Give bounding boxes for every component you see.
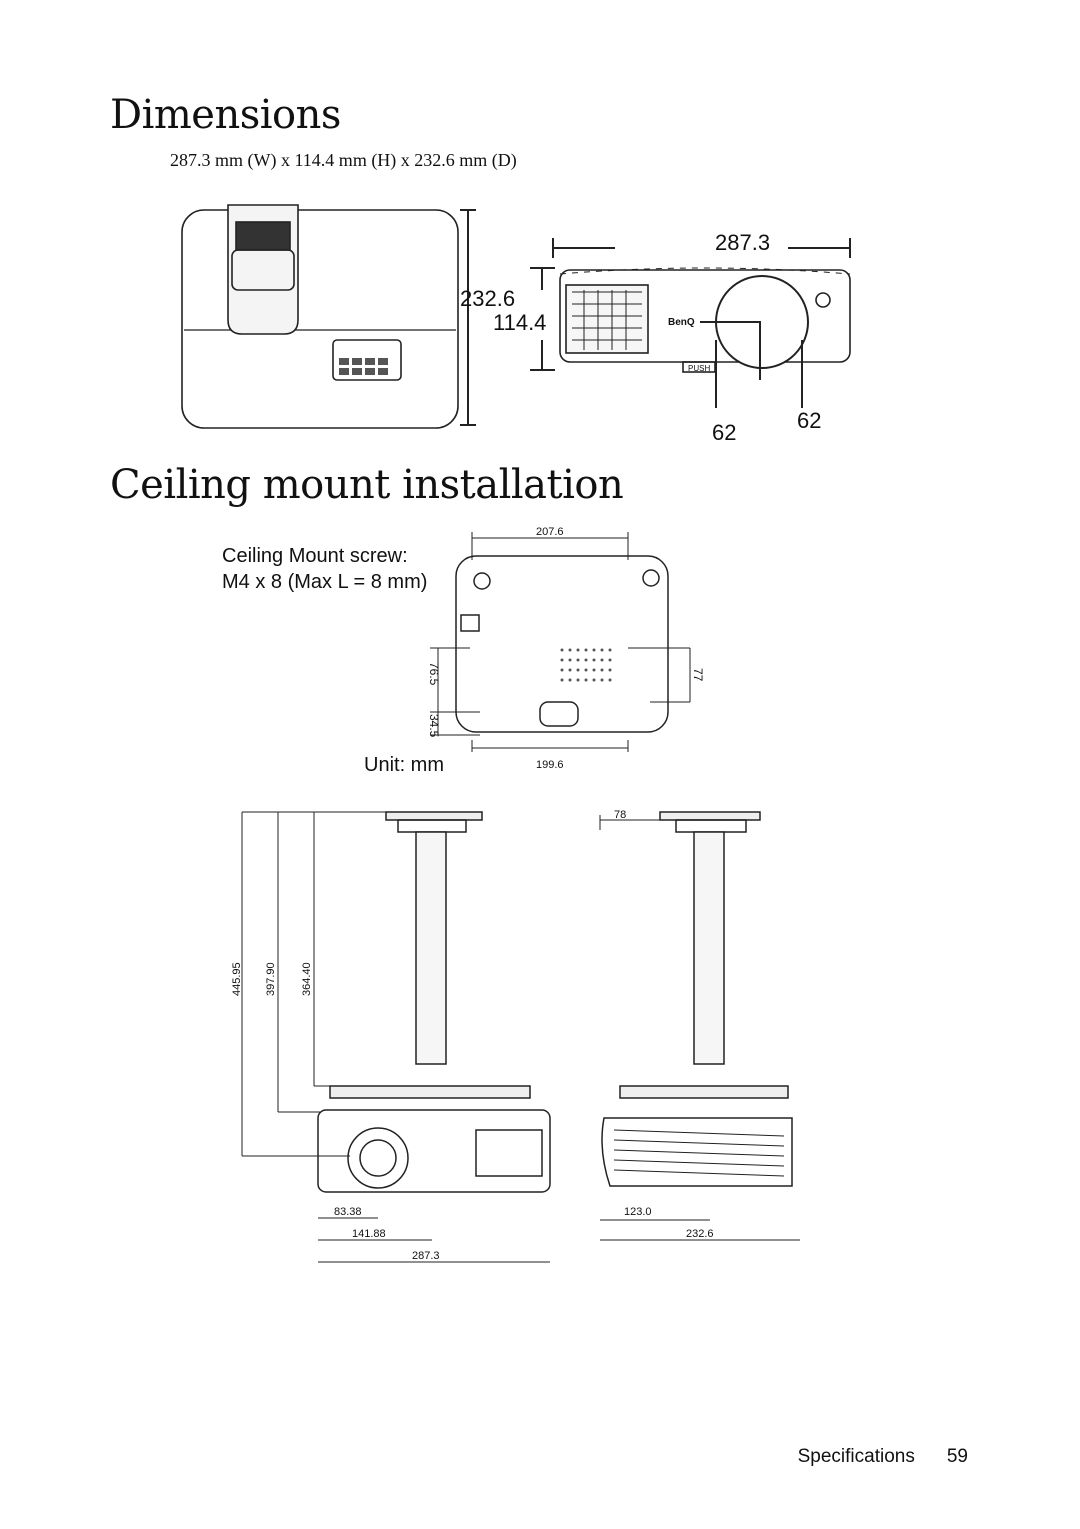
bottom-width-top-label: 207.6 <box>536 526 564 538</box>
front-h3-label: 364.40 <box>301 962 313 996</box>
lens-offset-x-label: 62 <box>712 420 736 445</box>
lens-offset-y-label: 62 <box>797 408 821 433</box>
front-w1-label: 83.38 <box>334 1206 362 1218</box>
front-width-label: 287.3 <box>715 230 770 255</box>
side-w1-label: 123.0 <box>624 1206 652 1218</box>
unit-label: Unit: mm <box>364 754 444 776</box>
front-h1-label: 445.95 <box>231 962 243 996</box>
screw-spec: Ceiling Mount screw: M4 x 8 (Max L = 8 m… <box>222 543 427 595</box>
dimensions-summary: 287.3 mm (W) x 114.4 mm (H) x 232.6 mm (… <box>170 150 517 170</box>
front-height-label: 114.4 <box>493 310 546 335</box>
ceiling-heading: Ceiling mount installation <box>110 462 624 508</box>
bottom-left-v1-label: 76.5 <box>427 662 441 686</box>
push-label: PUSH <box>688 364 710 373</box>
screw-line-1: Ceiling Mount screw: <box>222 545 408 567</box>
side-w2-label: 232.6 <box>686 1228 714 1240</box>
front-w3-label: 287.3 <box>412 1250 440 1262</box>
page-footer: Specifications 59 <box>798 1446 968 1468</box>
top-depth-label: 232.6 <box>460 286 515 311</box>
screw-line-2: M4 x 8 (Max L = 8 mm) <box>222 571 428 593</box>
page-number: 59 <box>946 1446 968 1467</box>
dimensions-heading: Dimensions <box>110 92 341 138</box>
brand-label: BenQ <box>668 317 695 328</box>
side-top-label: 78 <box>614 809 626 821</box>
front-w2-label: 141.88 <box>352 1228 386 1240</box>
bottom-right-v-label: 77 <box>691 668 705 682</box>
bottom-left-v2-label: 34.5 <box>427 714 441 738</box>
footer-section: Specifications <box>797 1446 915 1467</box>
bottom-width-bottom-label: 199.6 <box>536 759 564 771</box>
front-h2-label: 397.90 <box>265 962 277 996</box>
